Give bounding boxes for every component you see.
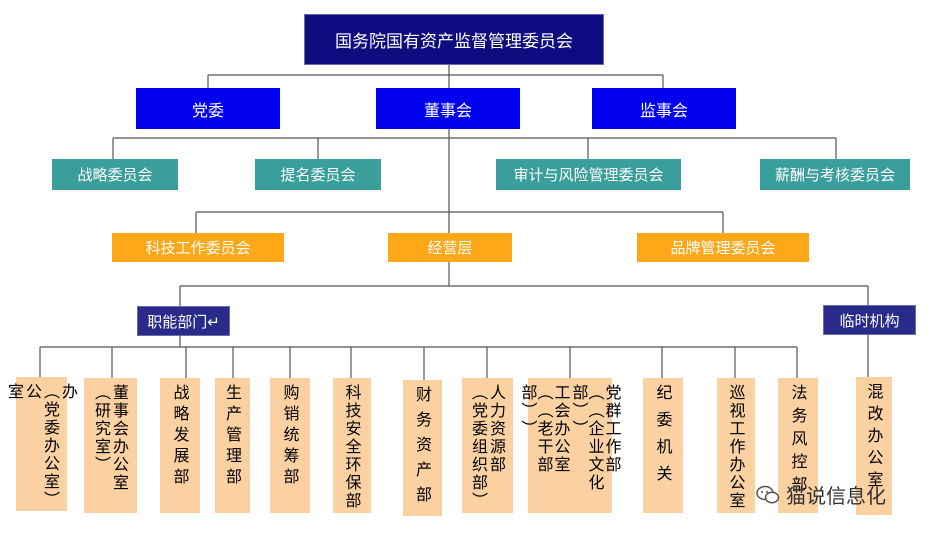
dept-tech-safety-environment: 科技安全环保部 <box>333 378 371 513</box>
dept-legal-risk-control: 法务风控部 <box>778 378 818 513</box>
watermark-text: 猫说信息化 <box>786 484 886 508</box>
dept-party-office: 办 ︵党委办公室︶ 公 室 <box>5 377 78 511</box>
dept-discipline-commission: 纪委机关 <box>643 378 683 513</box>
sasac-node: 国务院国有资产监督管理委员会 <box>304 14 604 65</box>
dept-mass-work: 党群工作部 ︵︵企业文化部︶︶ 工会办公室 ︵︵老干部部︶︶ <box>519 378 622 513</box>
compensation-committee-node: 薪酬与考核委员会 <box>760 159 910 190</box>
dept-human-resources: 人力资源部 ︵党委组织部︶ <box>462 378 513 513</box>
tech-committee-node: 科技工作委员会 <box>112 233 284 262</box>
nomination-committee-node: 提名委员会 <box>255 159 381 190</box>
dept-strategy-development: 战略发展部 <box>160 378 200 513</box>
board-node: 董事会 <box>376 88 520 129</box>
watermark: 猫说信息化 <box>756 480 886 509</box>
dept-finance-assets: 财务资产部 <box>403 380 442 516</box>
dept-procurement-sales: 购销统筹部 <box>270 378 310 513</box>
strategy-committee-node: 战略委员会 <box>52 159 178 190</box>
audit-risk-committee-node: 审计与风险管理委员会 <box>496 159 681 190</box>
dept-mixed-reform-office: 混改办公室 <box>856 377 892 515</box>
dept-inspection-office: 巡视工作办公室 <box>717 378 755 513</box>
supervisory-board-node: 监事会 <box>592 88 736 129</box>
dept-board-office: 董事会办公室 ︵研究室︶ <box>84 378 137 513</box>
dept-production-management: 生产管理部 <box>215 378 250 513</box>
brand-committee-node: 品牌管理委员会 <box>637 233 809 262</box>
wechat-icon <box>756 485 780 503</box>
party-committee-node: 党委 <box>136 88 280 129</box>
functional-departments-node: 职能部门↵ <box>137 306 230 336</box>
management-node: 经营层 <box>388 233 512 262</box>
temporary-agencies-node: 临时机构 <box>823 305 916 335</box>
